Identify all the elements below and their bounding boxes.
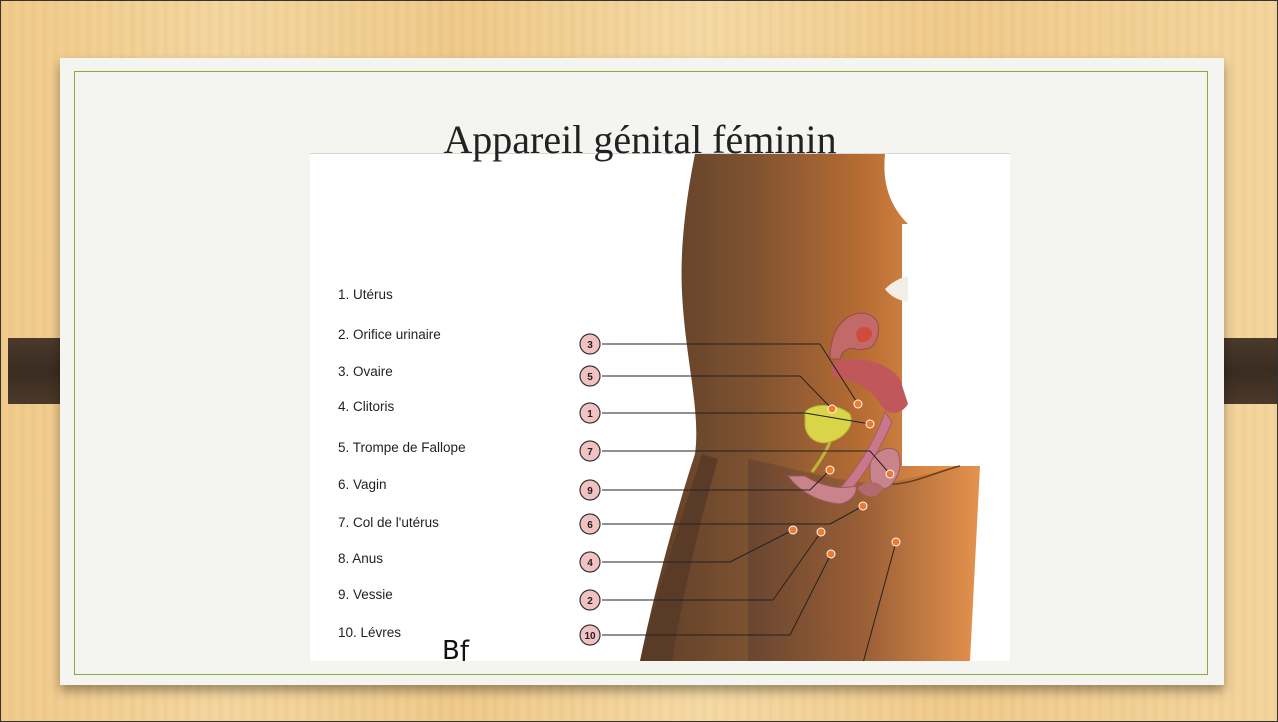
callout-4-marker bbox=[789, 526, 797, 534]
legend-item-7: 7. Col de l'utérus bbox=[338, 515, 439, 530]
callout-4-number: 4 bbox=[587, 558, 593, 569]
callout-10-marker bbox=[827, 550, 835, 558]
callout-3-marker bbox=[854, 400, 862, 408]
slide-card: 3 5 1 bbox=[60, 58, 1224, 685]
callout-2-number: 2 bbox=[587, 596, 593, 607]
legend-item-5: 5. Trompe de Fallope bbox=[338, 440, 466, 455]
callout-1-marker bbox=[866, 420, 874, 428]
legend-item-9: 9. Vessie bbox=[338, 587, 393, 602]
callout-5-number: 5 bbox=[587, 372, 593, 383]
anatomy-illustration: 3 5 1 bbox=[310, 154, 1010, 661]
callout-2-marker bbox=[817, 528, 825, 536]
background-cutout bbox=[902, 224, 1010, 466]
callout-9-number: 9 bbox=[587, 486, 593, 497]
legend-item-4: 4. Clitoris bbox=[338, 399, 394, 414]
legend-item-8: 8. Anus bbox=[338, 551, 383, 566]
callout-6-marker bbox=[859, 502, 867, 510]
slide-title: Appareil génital féminin bbox=[370, 116, 910, 163]
legend-item-3: 3. Ovaire bbox=[338, 364, 393, 379]
callout-8-marker bbox=[892, 538, 900, 546]
callout-7-marker bbox=[886, 470, 894, 478]
callout-6-number: 6 bbox=[587, 520, 593, 531]
legend-item-1: 1. Utérus bbox=[338, 287, 393, 302]
callout-9-marker bbox=[826, 466, 834, 474]
anatomy-diagram: 3 5 1 bbox=[310, 153, 1010, 661]
signature-mark: Bƒ bbox=[442, 636, 469, 661]
legend-item-2: 2. Orifice urinaire bbox=[338, 327, 441, 342]
legend-item-10: 10. Lévres bbox=[338, 625, 401, 640]
callout-10-number: 10 bbox=[584, 631, 596, 642]
callout-1-number: 1 bbox=[587, 409, 593, 420]
callout-7-number: 7 bbox=[587, 447, 593, 458]
legend-item-6: 6. Vagin bbox=[338, 477, 387, 492]
callout-5-marker bbox=[828, 405, 836, 413]
callout-3-number: 3 bbox=[587, 340, 593, 351]
